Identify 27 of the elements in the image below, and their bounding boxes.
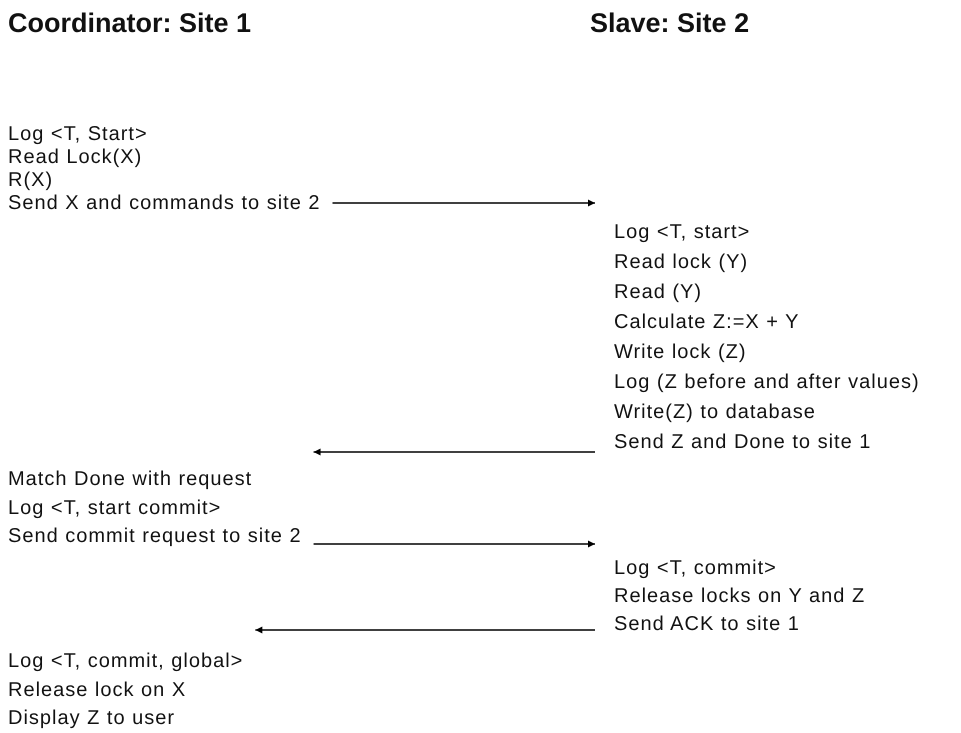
step-text: Display Z to user: [8, 706, 176, 731]
step-text: Read lock (Y): [614, 250, 748, 275]
step-text: Read Lock(X): [8, 146, 142, 169]
message-arrow: [332, 200, 595, 206]
step-text: Log <T, commit, global>: [8, 649, 244, 674]
step-text: Send X and commands to site 2: [8, 192, 320, 215]
step-text: Log <T, Start>: [8, 123, 148, 146]
step-text: Send ACK to site 1: [614, 612, 800, 637]
step-text: Write(Z) to database: [614, 400, 816, 425]
step-text: Log <T, start>: [614, 220, 750, 245]
step-text: R(X): [8, 169, 54, 192]
column-heading: Slave: Site 2: [590, 8, 750, 39]
step-text: Send Z and Done to site 1: [614, 430, 872, 455]
step-text: Write lock (Z): [614, 340, 747, 365]
step-text: Release lock on X: [8, 678, 186, 702]
step-text: Send commit request to site 2: [8, 524, 302, 549]
step-text: Log <T, start commit>: [8, 496, 222, 520]
step-text: Calculate Z:=X + Y: [614, 310, 800, 335]
step-text: Log (Z before and after values): [614, 370, 920, 395]
message-arrow: [314, 448, 595, 456]
message-arrow: [255, 626, 595, 634]
column-heading: Coordinator: Site 1: [8, 8, 252, 39]
message-arrow: [314, 540, 595, 548]
step-text: Match Done with request: [8, 467, 252, 492]
step-text: Log <T, commit>: [614, 556, 777, 581]
step-text: Release locks on Y and Z: [614, 584, 866, 609]
step-text: Read (Y): [614, 280, 702, 305]
